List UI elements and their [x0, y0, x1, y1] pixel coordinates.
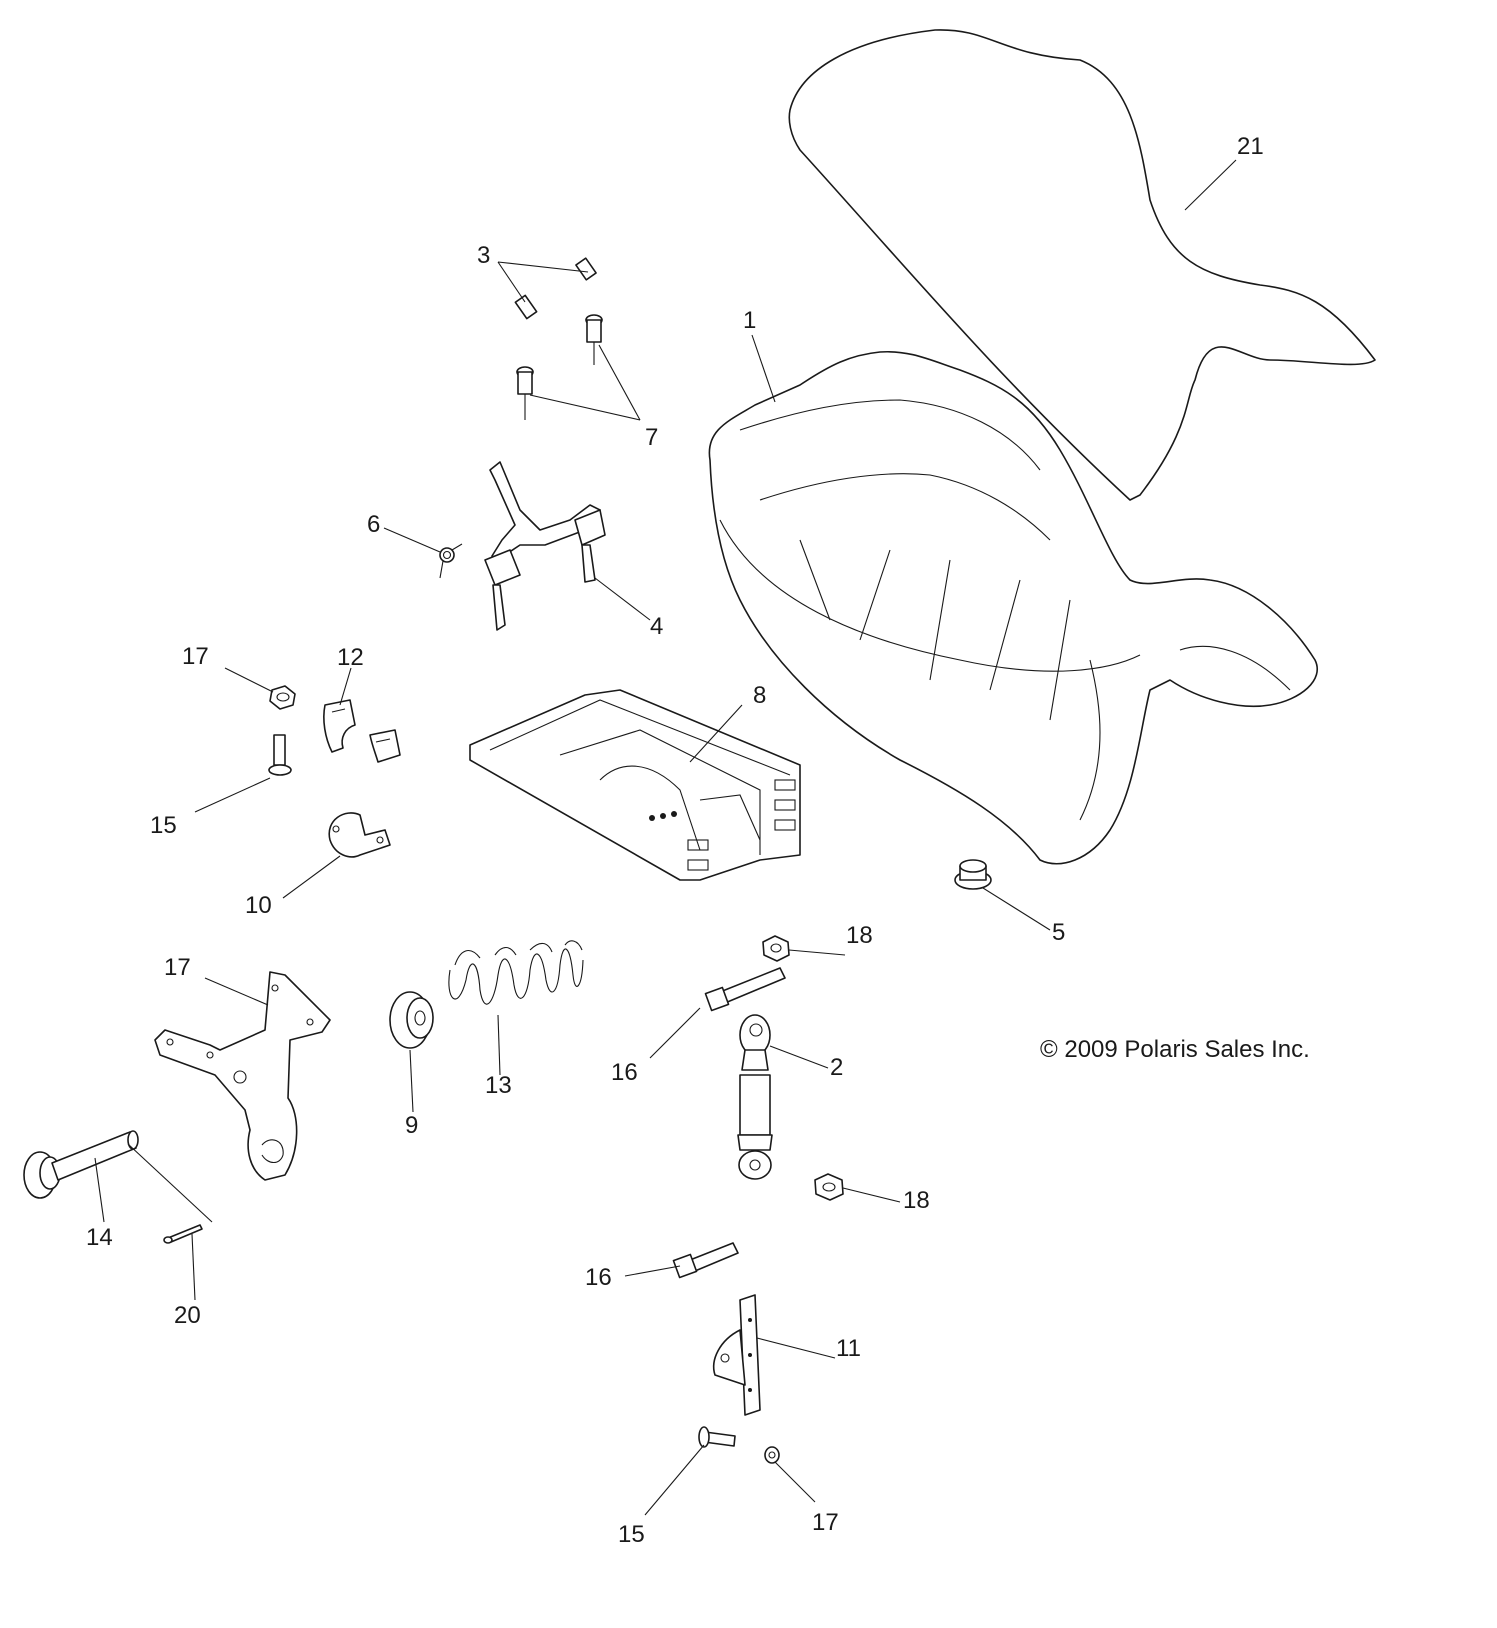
part-16-bolt-upper — [704, 967, 786, 1012]
callout-17-bottom: 17 — [812, 1509, 839, 1536]
part-8-seat-base — [469, 689, 801, 881]
callout-15-bottom: 15 — [618, 1521, 645, 1548]
callout-6: 6 — [367, 511, 380, 538]
part-9-bumper — [389, 991, 434, 1049]
part-14-pivot-pin — [23, 1130, 139, 1199]
part-15-bolt-top — [268, 734, 292, 776]
callout-3: 3 — [477, 242, 490, 269]
callout-7: 7 — [645, 424, 658, 451]
callout-14: 14 — [86, 1224, 113, 1251]
callout-15-top: 15 — [150, 812, 177, 839]
part-10-clamp — [328, 812, 391, 858]
part-16-bolt-lower — [672, 1242, 739, 1279]
part-13-coil-spring — [448, 940, 584, 1005]
callout-4: 4 — [650, 613, 663, 640]
callout-11: 11 — [836, 1335, 861, 1362]
callout-13: 13 — [485, 1072, 512, 1099]
part-18-nut-lower — [814, 1173, 844, 1201]
callout-9: 9 — [405, 1112, 418, 1139]
callout-17-top: 17 — [182, 643, 209, 670]
callout-18-bottom: 18 — [903, 1187, 930, 1214]
part-4-seat-latch — [484, 461, 606, 631]
part-5-grommet — [954, 859, 992, 890]
part-3-clips — [514, 257, 597, 320]
part-18-nut-upper — [762, 935, 790, 962]
leader-lines — [94, 159, 1237, 1516]
callout-2: 2 — [830, 1054, 843, 1081]
callout-1: 1 — [743, 307, 756, 334]
callout-5: 5 — [1052, 919, 1065, 946]
part-7-push-pins — [516, 314, 603, 420]
part-6-torsion-spring — [439, 543, 463, 579]
part-1-seat — [708, 350, 1318, 865]
callout-10: 10 — [245, 892, 272, 919]
part-17-nut-top — [269, 685, 296, 710]
callout-20: 17 — [164, 954, 191, 981]
part-19-cotter-pin — [163, 1224, 203, 1244]
part-2-shock-absorber — [737, 1014, 773, 1180]
copyright-notice: © 2009 Polaris Sales Inc. — [1040, 1036, 1310, 1063]
callout-16-top: 16 — [611, 1059, 638, 1086]
part-12-clamp-halves — [323, 699, 401, 763]
callout-16-bottom: 16 — [585, 1264, 612, 1291]
callout-19: 20 — [174, 1302, 201, 1329]
callout-labels: 21 1 3 7 6 4 17 12 8 15 10 5 18 17 2 16 … — [86, 133, 1264, 1548]
callout-12: 12 — [337, 644, 364, 671]
callout-8: 8 — [753, 682, 766, 709]
part-20-mount-bracket — [154, 971, 331, 1181]
callout-18-top: 18 — [846, 922, 873, 949]
callout-21: 21 — [1237, 133, 1264, 160]
part-21-seat-cover — [788, 29, 1376, 501]
part-15-bolt-lower — [698, 1426, 736, 1448]
part-17-nut-lower — [764, 1446, 780, 1464]
part-11-bracket — [713, 1294, 761, 1416]
